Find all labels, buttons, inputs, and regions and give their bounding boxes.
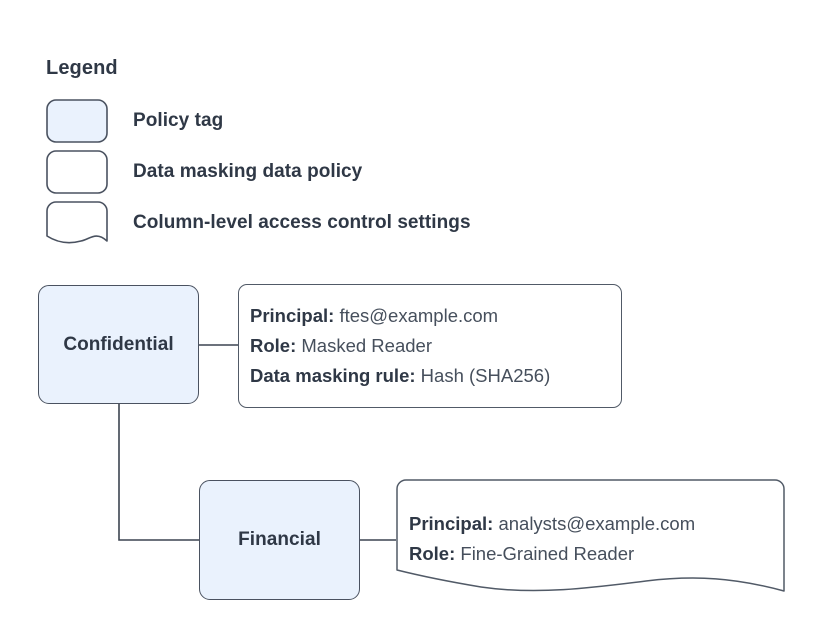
data-masking-policy-note-confidential[interactable]: Principal: ftes@example.com Role: Masked… [238,284,622,408]
note-line: Role: Masked Reader [250,331,550,361]
note-line-key: Principal: [409,513,494,534]
policy-tag-swatch-icon [46,99,108,143]
legend-item-label: Policy tag [133,110,224,131]
note-line: Principal: analysts@example.com [409,509,695,539]
note-text-block: Principal: ftes@example.com Role: Masked… [250,301,550,391]
legend: Legend Policy tag Data masking data poli… [46,56,666,244]
note-line-value: Fine-Grained Reader [460,543,635,564]
data-masking-policy-swatch-icon [46,150,108,194]
note-line: Data masking rule: Hash (SHA256) [250,361,550,391]
policy-tag-node-confidential[interactable]: Confidential [38,285,199,404]
note-line-key: Principal: [250,305,335,326]
note-line-value: Hash (SHA256) [420,365,551,386]
legend-item-label: Column-level access control settings [133,212,471,233]
connector-confidential-to-financial [118,404,199,541]
policy-tag-node-financial[interactable]: Financial [199,480,360,600]
note-line: Role: Fine-Grained Reader [409,539,695,569]
note-line-value: ftes@example.com [339,305,499,326]
note-text-block: Principal: analysts@example.com Role: Fi… [409,509,695,569]
note-line-key: Role: [250,335,297,356]
legend-item-label: Data masking data policy [133,161,363,182]
note-line-value: analysts@example.com [498,513,696,534]
note-line: Principal: ftes@example.com [250,301,550,331]
note-line-value: Masked Reader [301,335,432,356]
legend-title: Legend [46,57,118,79]
note-line-key: Data masking rule: [250,365,416,386]
column-access-settings-swatch-icon [46,201,108,245]
note-line-key: Role: [409,543,456,564]
wavy-note-shape-icon [396,479,785,592]
column-access-settings-note-financial[interactable]: Principal: analysts@example.com Role: Fi… [396,479,785,596]
